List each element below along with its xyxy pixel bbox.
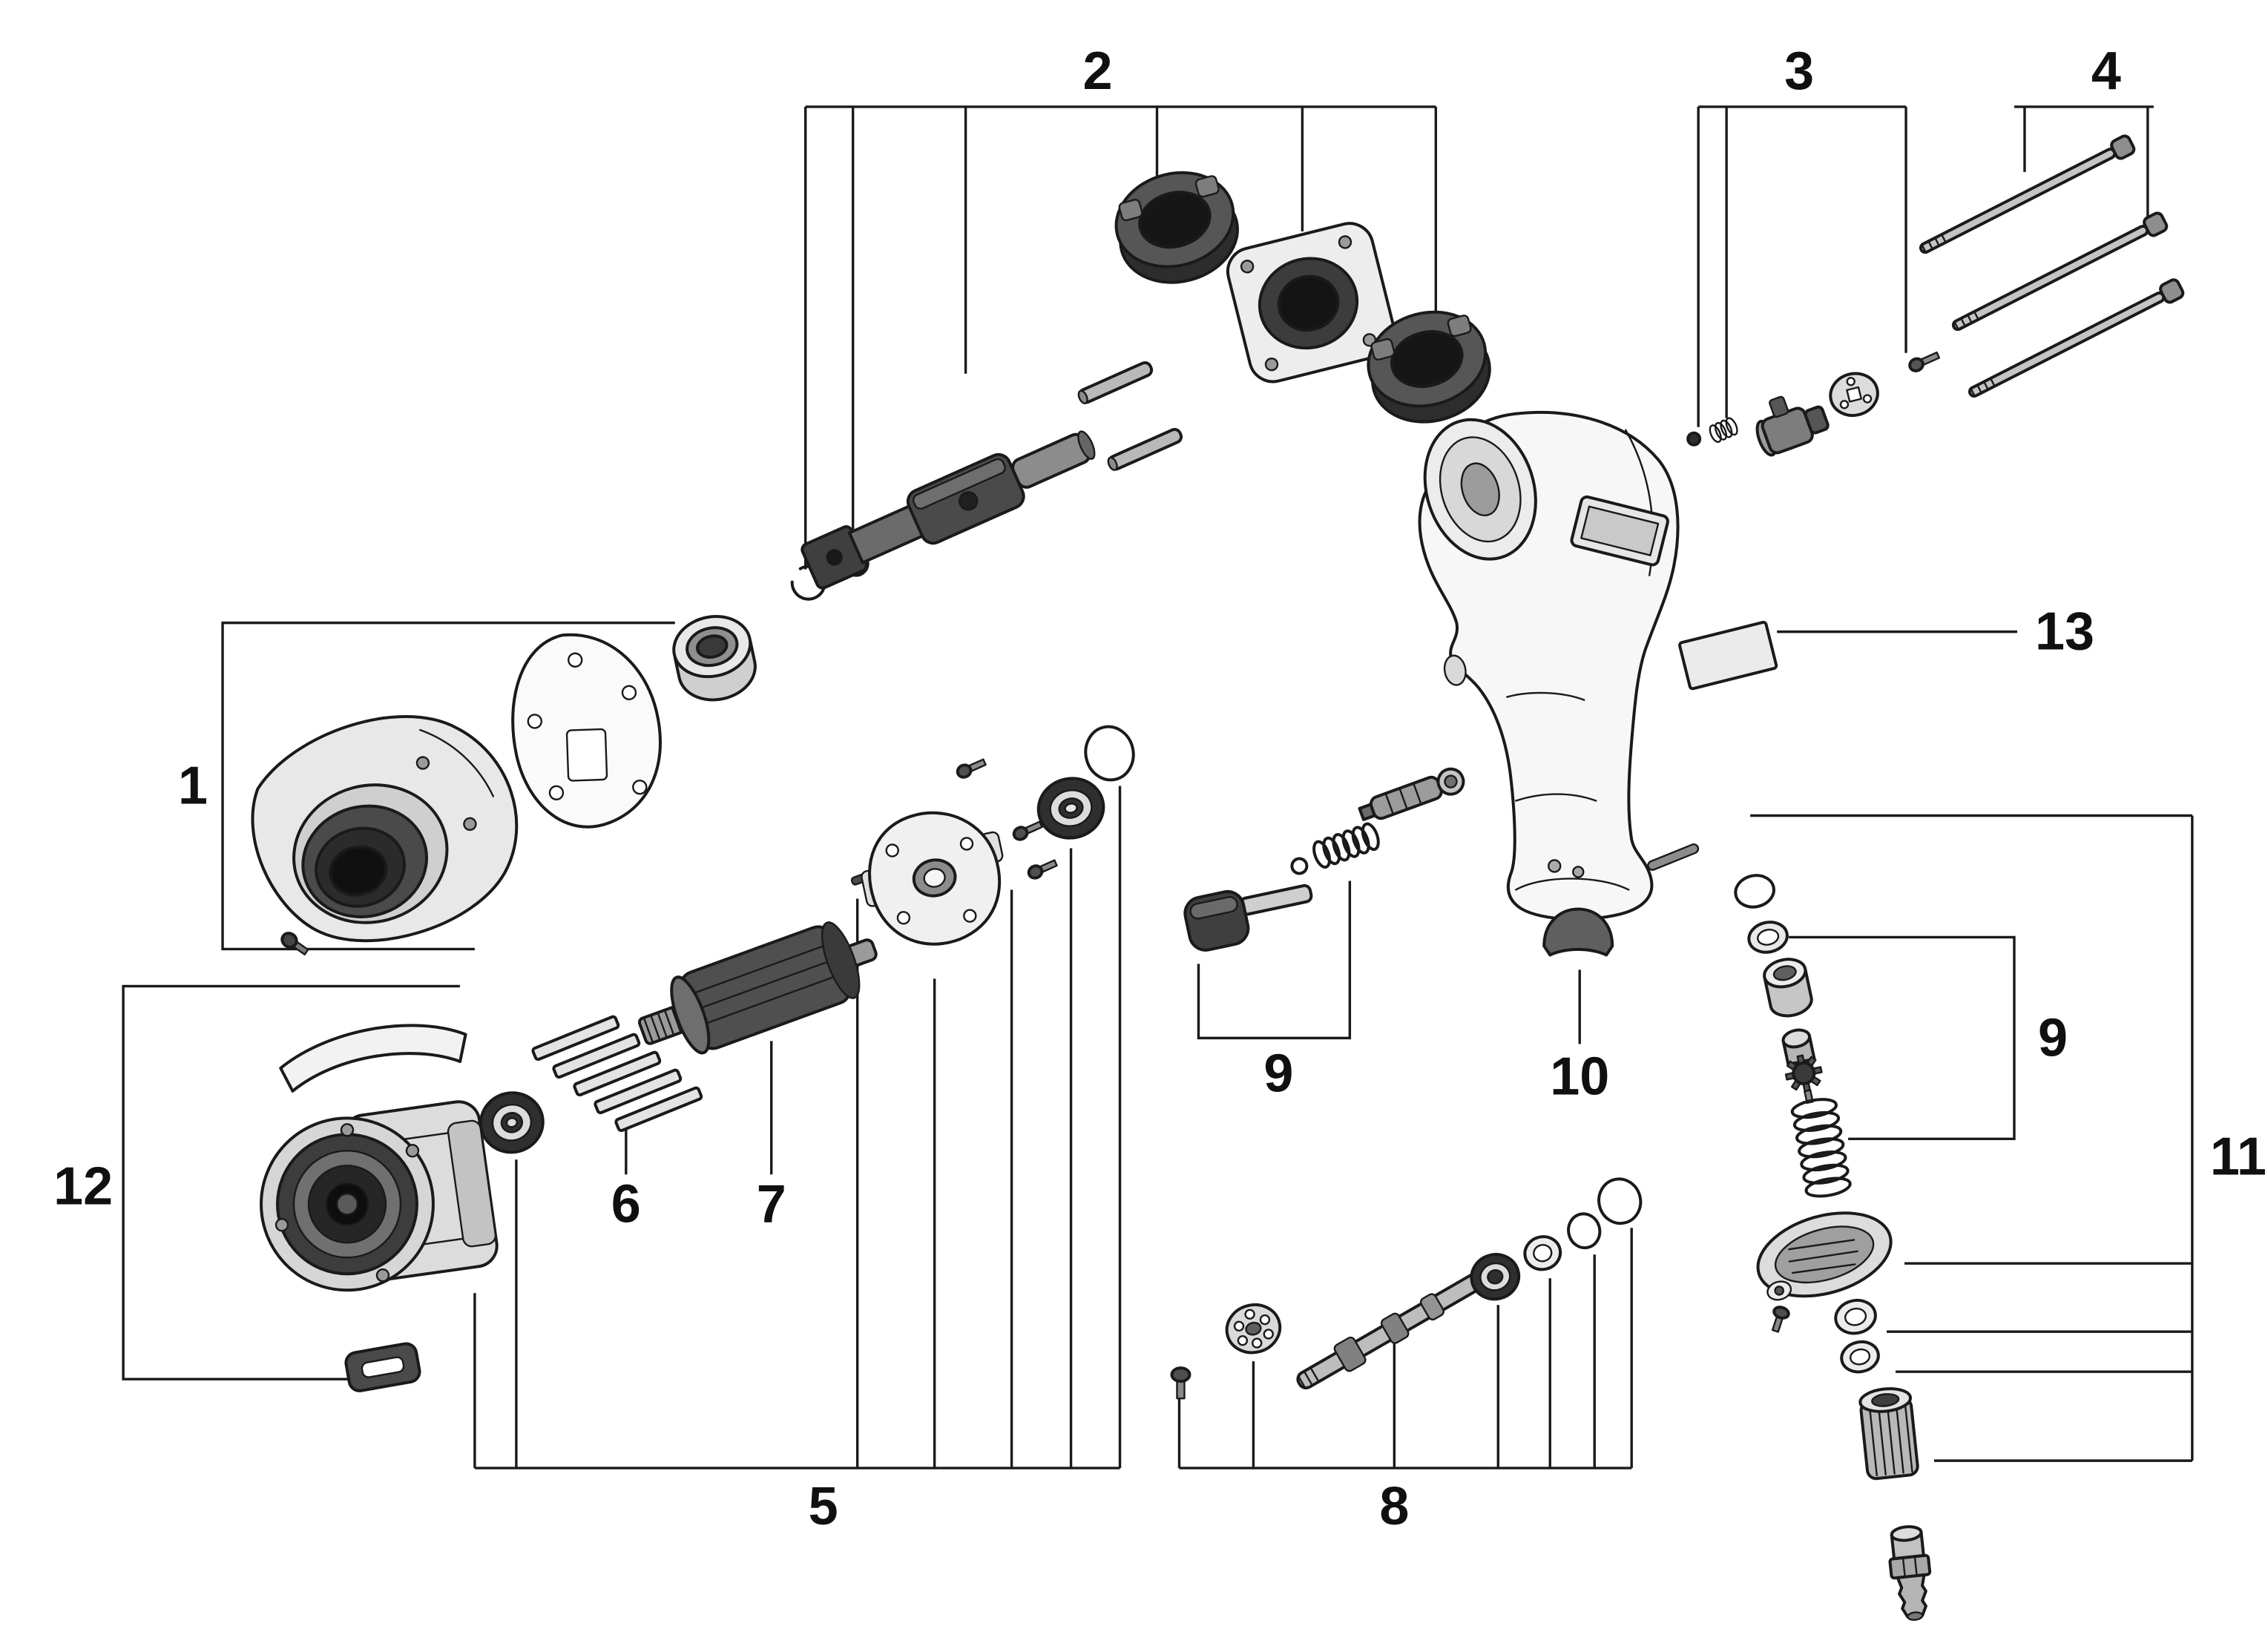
callout-9b: 9 <box>2038 1008 2068 1067</box>
callout-4: 4 <box>2091 42 2121 101</box>
part-front-bearing <box>479 1091 545 1154</box>
part-hammer-pin-1 <box>1077 361 1154 404</box>
part-gasket <box>511 633 662 829</box>
leader-group-11 <box>1750 814 2194 1462</box>
part-detent-ball <box>1686 431 1702 447</box>
callout-13: 13 <box>2035 602 2094 662</box>
leader-lines <box>122 105 2194 1469</box>
part-through-bolt-2 <box>1951 211 2169 332</box>
part-anvil <box>801 430 1096 590</box>
part-trigger-lever <box>1183 883 1313 952</box>
part-cylinder-sleeve <box>279 1024 467 1093</box>
part-regulator-screw <box>1170 1366 1191 1400</box>
part-inlet-bushing <box>1858 1387 1919 1481</box>
leader-group-5 <box>473 786 1122 1469</box>
part-front-bushing <box>672 615 757 702</box>
part-rear-bearing <box>1036 777 1105 840</box>
callout-labels: 2 3 4 1 13 12 6 7 9 10 9 11 5 8 <box>53 42 2267 1536</box>
callout-10: 10 <box>1550 1047 1609 1106</box>
part-case-screw <box>280 932 309 955</box>
callout-7: 7 <box>757 1174 786 1234</box>
part-valve-screw <box>1908 351 1941 372</box>
callout-8: 8 <box>1379 1477 1409 1536</box>
leader-group-4 <box>2014 105 2154 223</box>
part-air-nipple <box>1888 1525 1932 1621</box>
leader-group-1 <box>221 621 675 951</box>
part-shaft-washer <box>1523 1235 1562 1271</box>
part-rotor-vanes <box>531 1015 703 1133</box>
part-governor-disc <box>1225 1303 1282 1355</box>
part-valve-shaft <box>1296 1265 1496 1390</box>
callout-9a: 9 <box>1263 1044 1293 1103</box>
part-rear-o-ring <box>1084 725 1135 782</box>
callout-12: 12 <box>53 1156 113 1216</box>
part-inlet-spring <box>1790 1098 1852 1198</box>
part-shaft-o-ring-small <box>1567 1212 1602 1250</box>
callout-2: 2 <box>1083 42 1113 101</box>
part-inlet-o-ring <box>1734 874 1775 909</box>
part-shaft-bearing <box>1470 1253 1521 1301</box>
leader-group-8 <box>1177 1228 1633 1469</box>
part-muffler-screw <box>1771 1306 1790 1333</box>
leader-group-2 <box>803 105 1438 570</box>
part-motor-housing <box>1418 410 1680 921</box>
part-through-bolt-3 <box>1968 278 2185 398</box>
leader-group-12 <box>122 984 460 1380</box>
leader-group-9b <box>1789 935 2016 1141</box>
part-plate-screw-2 <box>1012 820 1043 841</box>
part-reverse-valve-body <box>1755 395 1830 457</box>
part-plate-screw-3 <box>1027 859 1058 880</box>
leader-group-3 <box>1697 105 1907 427</box>
part-shaft-o-ring-large <box>1597 1177 1643 1225</box>
part-inlet-pin <box>1647 843 1700 871</box>
part-inlet-bushing-cup <box>1763 958 1813 1018</box>
part-inlet-washer-2 <box>1834 1298 1877 1335</box>
callout-6: 6 <box>611 1174 641 1234</box>
leader-group-9a <box>1197 881 1352 1040</box>
part-valve-disc <box>1829 372 1879 417</box>
part-nameplate <box>1678 620 1778 691</box>
part-cam-ring-rear <box>1367 310 1491 424</box>
part-rotor <box>637 921 878 1055</box>
callout-11: 11 <box>2210 1127 2267 1186</box>
part-through-bolt-1 <box>1919 134 2136 254</box>
part-throttle-spring <box>1312 822 1380 869</box>
part-trigger-pin <box>1290 857 1309 875</box>
part-retainer-clip <box>344 1342 421 1392</box>
part-inlet-washer <box>1747 921 1789 954</box>
callout-5: 5 <box>809 1477 838 1536</box>
part-cam-ring-front <box>1114 171 1239 284</box>
part-muffler-plate <box>1756 1211 1893 1301</box>
callout-3: 3 <box>1784 42 1814 101</box>
part-inlet-washer-3 <box>1840 1340 1880 1374</box>
part-end-plate <box>861 811 1004 946</box>
part-motor-assembly <box>260 1100 499 1292</box>
part-hammer-pin-2 <box>1107 427 1183 471</box>
part-inlet-valve-gear <box>1781 1028 1823 1105</box>
part-detent-spring <box>1709 417 1738 444</box>
part-plate-screw-1 <box>956 758 987 779</box>
part-hammer-case <box>251 715 519 943</box>
callout-1: 1 <box>178 757 208 816</box>
part-throttle-valve-stem <box>1358 767 1465 821</box>
part-oil-plug <box>1542 907 1614 957</box>
